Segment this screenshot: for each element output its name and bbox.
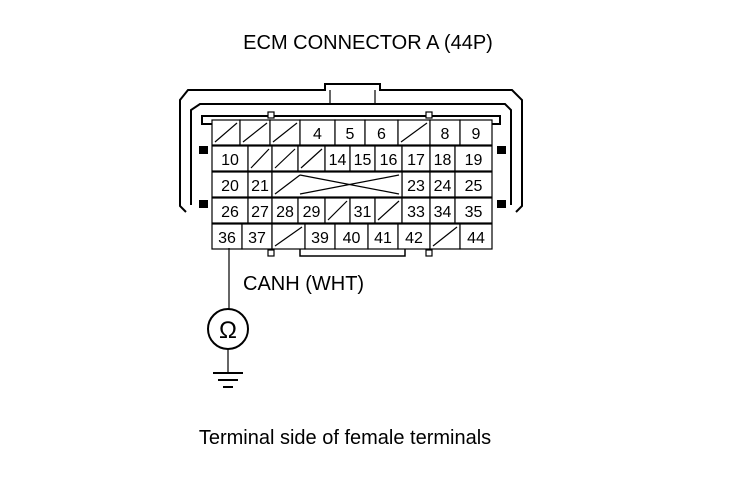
unused-cavity-slash xyxy=(377,200,400,221)
unused-cavity-slash xyxy=(214,122,238,143)
terminal-number: 41 xyxy=(374,230,392,247)
unused-cavity-slash xyxy=(400,122,428,143)
locking-tab-right-upper xyxy=(497,146,506,154)
terminal-cell xyxy=(454,197,493,224)
terminal-number: 29 xyxy=(303,204,321,221)
terminal-cell xyxy=(454,171,493,198)
terminal-cell xyxy=(367,223,399,250)
terminal-cell xyxy=(374,145,403,172)
locking-tab-right-lower xyxy=(497,200,506,208)
terminal-number: 24 xyxy=(434,178,452,195)
terminal-number: 20 xyxy=(221,178,239,195)
terminal-number: 28 xyxy=(276,204,294,221)
terminal-number: 27 xyxy=(251,204,269,221)
terminal-number: 10 xyxy=(221,152,239,169)
terminal-cell xyxy=(297,197,326,224)
terminal-number: 21 xyxy=(251,178,269,195)
terminal-grid: 4 5 6 8 9 10 14 15 16 17 18 19 20 21 23 24 25 26 27 28 29 31 3… xyxy=(211,111,493,257)
terminal-cell xyxy=(211,145,249,172)
terminal-number: 16 xyxy=(380,152,398,169)
terminal-cell xyxy=(349,197,376,224)
terminal-number: 19 xyxy=(465,152,483,169)
terminal-number: 5 xyxy=(346,126,355,143)
unused-cavity-slash xyxy=(432,226,458,247)
terminal-number: 33 xyxy=(407,204,425,221)
terminal-cell xyxy=(397,223,431,250)
blank-block-cross xyxy=(299,174,400,195)
terminal-cell xyxy=(247,171,273,198)
unused-cavity-slash xyxy=(272,122,298,143)
ground-icon xyxy=(213,349,243,388)
keying-notch xyxy=(299,249,406,257)
locking-tab-left-upper xyxy=(199,146,208,154)
unused-cavity-slash xyxy=(327,200,348,221)
terminal-number: 8 xyxy=(441,126,450,143)
unused-cavity-slash xyxy=(242,122,268,143)
terminal-cell xyxy=(211,197,249,224)
terminal-number: 42 xyxy=(405,230,423,247)
wire-label: CANH (WHT) xyxy=(243,273,364,295)
terminal-number: 4 xyxy=(313,126,322,143)
terminal-number: 26 xyxy=(221,204,239,221)
diagram-title: ECM CONNECTOR A (44P) xyxy=(243,32,493,54)
terminal-number: 37 xyxy=(248,230,266,247)
terminal-cell xyxy=(211,223,243,250)
terminal-number: 15 xyxy=(354,152,372,169)
unused-cavity-slash xyxy=(274,174,301,195)
terminal-number: 39 xyxy=(311,230,329,247)
terminal-number: 9 xyxy=(472,126,481,143)
unused-cavity-slash xyxy=(274,226,303,247)
terminal-cell xyxy=(459,119,493,146)
terminal-cell xyxy=(429,197,456,224)
terminal-number: 14 xyxy=(329,152,347,169)
terminal-number: 36 xyxy=(218,230,236,247)
terminal-cell xyxy=(211,171,249,198)
locator-square xyxy=(267,249,275,257)
terminal-cell xyxy=(324,145,351,172)
locator-square xyxy=(267,111,275,119)
terminal-number: 35 xyxy=(465,204,483,221)
terminal-number: 31 xyxy=(354,204,372,221)
terminal-number: 34 xyxy=(434,204,452,221)
ohm-symbol: Ω xyxy=(219,317,237,344)
terminal-cell xyxy=(401,171,431,198)
terminal-cell xyxy=(247,197,273,224)
diagram-caption: Terminal side of female terminals xyxy=(199,427,491,449)
terminal-cell xyxy=(334,223,369,250)
unused-cavity-slash xyxy=(250,148,270,169)
terminal-number: 17 xyxy=(407,152,425,169)
terminal-cell xyxy=(241,223,273,250)
terminal-number: 18 xyxy=(434,152,452,169)
terminal-cell xyxy=(429,171,456,198)
terminal-cell xyxy=(304,223,336,250)
unused-cavity-slash xyxy=(300,148,323,169)
locking-tab-left-lower xyxy=(199,200,208,208)
locator-square xyxy=(425,249,433,257)
terminal-number: 40 xyxy=(343,230,361,247)
terminal-cell xyxy=(401,197,431,224)
terminal-number: 44 xyxy=(467,230,485,247)
terminal-number: 23 xyxy=(407,178,425,195)
terminal-number: 25 xyxy=(465,178,483,195)
unused-cavity-slash xyxy=(274,148,296,169)
terminal-cell xyxy=(454,145,493,172)
terminal-number: 6 xyxy=(377,126,386,143)
terminal-cell xyxy=(459,223,493,250)
blank-block xyxy=(271,171,403,198)
ohmmeter-icon: Ω xyxy=(207,308,249,350)
locator-square xyxy=(425,111,433,119)
terminal-cell xyxy=(401,145,431,172)
terminal-cell xyxy=(429,119,461,146)
